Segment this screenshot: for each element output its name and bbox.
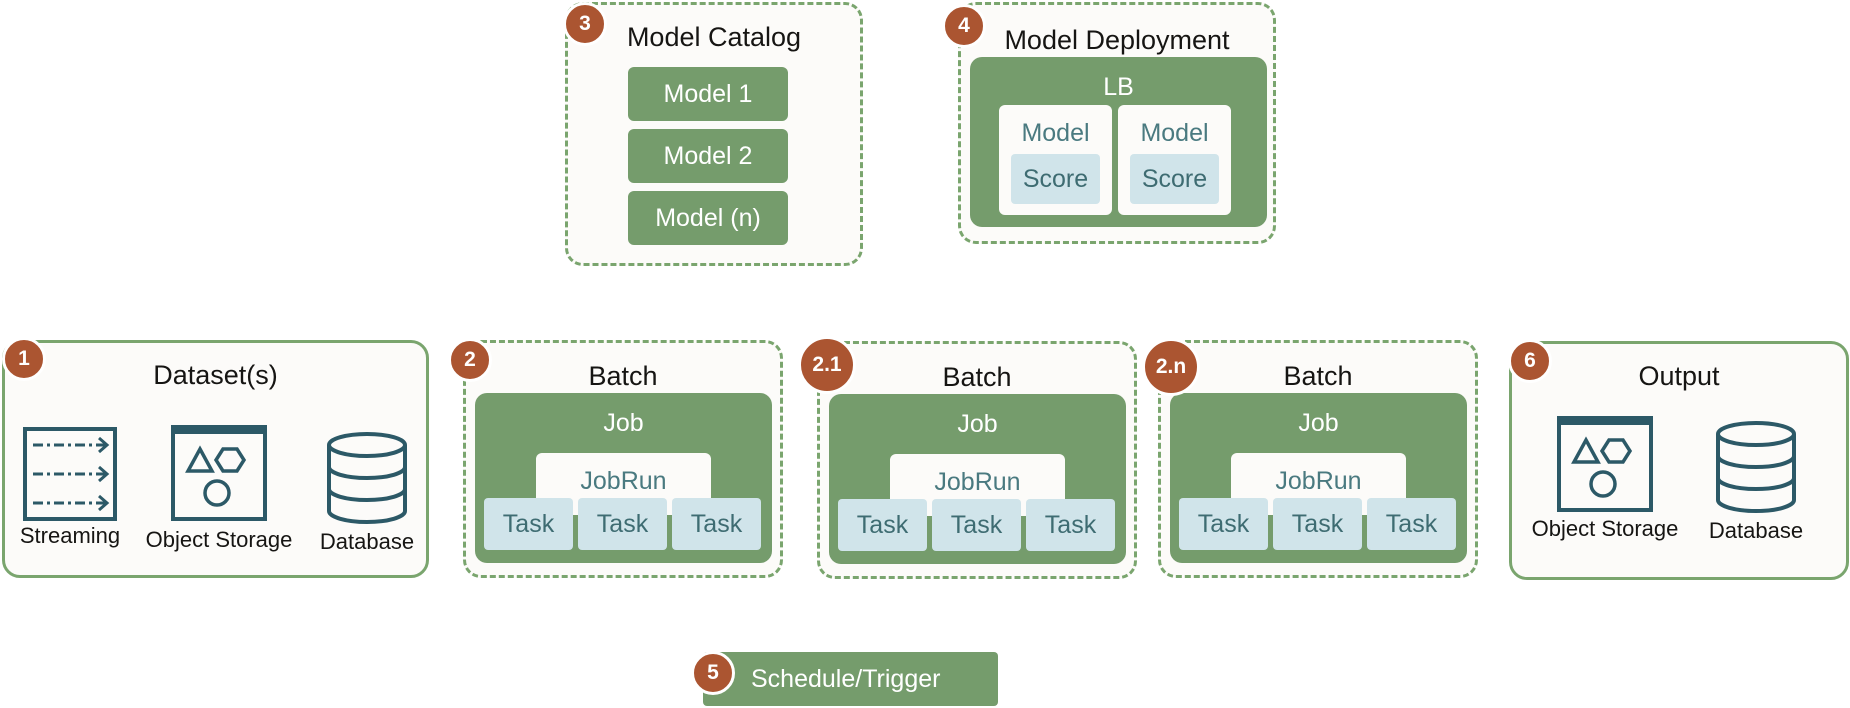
datasets-database-label: Database — [319, 529, 415, 554]
streaming-icon — [23, 427, 117, 521]
job-panel-2-1: Job JobRun Task Task Task — [829, 394, 1126, 564]
model-deployment-title: Model Deployment — [1004, 25, 1230, 55]
datasets-box: Dataset(s) Streaming Object Storage — [2, 340, 429, 578]
step-badge-4: 4 — [942, 4, 986, 48]
deployment-model-label-2: Model — [1140, 119, 1209, 147]
task-2-1-3: Task — [1026, 499, 1115, 551]
job-panel-2-n: Job JobRun Task Task Task — [1170, 393, 1467, 563]
task-2-2: Task — [578, 498, 667, 550]
deployment-model-label-1: Model — [1021, 119, 1090, 147]
task-2-3: Task — [672, 498, 761, 550]
step-badge-6: 6 — [1508, 339, 1552, 383]
deployment-score-2: Score — [1130, 154, 1219, 204]
schedule-trigger-bar: Schedule/Trigger — [703, 652, 998, 706]
object-storage-icon — [1557, 416, 1653, 512]
step-badge-1: 1 — [2, 337, 46, 381]
batch-box-2-1: Batch Job JobRun Task Task Task — [817, 341, 1137, 579]
step-badge-3: 3 — [563, 2, 607, 46]
job-label-2: Job — [603, 409, 644, 437]
task-2-1-2: Task — [932, 499, 1021, 551]
jobrun-label-2: JobRun — [580, 467, 667, 495]
catalog-model-2: Model 2 — [628, 129, 788, 183]
task-2-n-2: Task — [1273, 498, 1362, 550]
step-badge-2-n: 2.n — [1142, 338, 1200, 396]
task-2-1-1: Task — [838, 499, 927, 551]
output-database-label: Database — [1708, 518, 1804, 543]
batch-title-2: Batch — [588, 361, 658, 391]
jobrun-label-2-1: JobRun — [934, 468, 1021, 496]
datasets-streaming-label: Streaming — [19, 523, 121, 548]
job-panel-2: Job JobRun Task Task Task — [475, 393, 772, 563]
deployment-unit-2: Model Score — [1118, 105, 1231, 215]
batch-title-2-n: Batch — [1283, 361, 1353, 391]
step-badge-2: 2 — [448, 338, 492, 382]
deployment-unit-1: Model Score — [999, 105, 1112, 215]
batch-title-2-1: Batch — [942, 362, 1012, 392]
output-box: Output Object Storage Database — [1509, 341, 1849, 580]
datasets-title: Dataset(s) — [153, 360, 278, 390]
batch-box-2-n: Batch Job JobRun Task Task Task — [1158, 340, 1478, 578]
database-icon — [1716, 421, 1796, 513]
job-label-2-1: Job — [957, 410, 998, 438]
job-label-2-n: Job — [1298, 409, 1339, 437]
schedule-trigger-label: Schedule/Trigger — [751, 664, 941, 693]
model-catalog-box: Model Catalog Model 1 Model 2 Model (n) — [565, 2, 863, 266]
step-badge-5: 5 — [691, 651, 735, 695]
database-icon — [327, 432, 407, 524]
catalog-model-n: Model (n) — [628, 191, 788, 245]
model-catalog-title: Model Catalog — [626, 22, 802, 52]
datasets-object-storage-label: Object Storage — [145, 527, 293, 552]
task-2-1: Task — [484, 498, 573, 550]
output-title: Output — [1638, 361, 1720, 391]
catalog-model-1: Model 1 — [628, 67, 788, 121]
step-badge-2-1: 2.1 — [798, 336, 856, 394]
lb-label: LB — [1103, 73, 1134, 101]
batch-box-2: Batch Job JobRun Task Task Task — [463, 340, 783, 578]
load-balancer-panel: LB Model Score Model Score — [970, 57, 1267, 227]
jobrun-label-2-n: JobRun — [1275, 467, 1362, 495]
model-deployment-box: Model Deployment LB Model Score Model Sc… — [958, 2, 1276, 244]
deployment-score-1: Score — [1011, 154, 1100, 204]
output-object-storage-label: Object Storage — [1531, 516, 1679, 541]
object-storage-icon — [171, 425, 267, 521]
task-2-n-3: Task — [1367, 498, 1456, 550]
task-2-n-1: Task — [1179, 498, 1268, 550]
